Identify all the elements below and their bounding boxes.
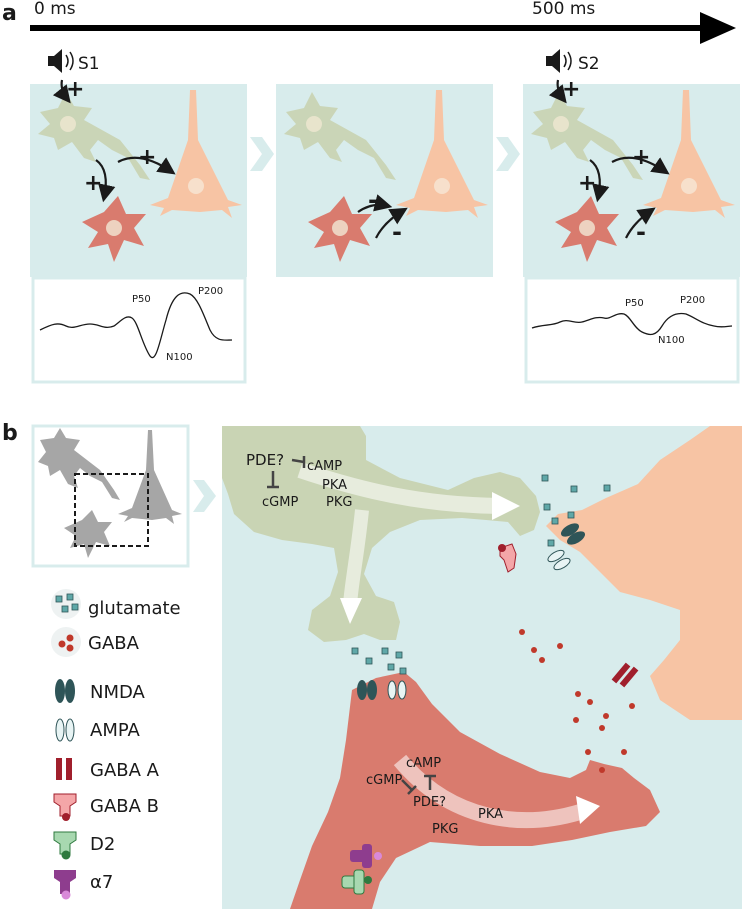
excitatory-neuron (531, 92, 643, 180)
speaker-icon (48, 49, 74, 73)
timeline-start-label: 0 ms (34, 0, 76, 19)
erp-waveform-1 (39, 292, 233, 359)
legend: glutamate GABA NMDA AMPA GABA A GABA (51, 589, 181, 900)
alpha7-receptor (350, 844, 382, 868)
legend-nmda: NMDA (55, 679, 146, 703)
panel-a-box-3: + + + - (523, 77, 740, 277)
wave2-p50: P50 (625, 298, 644, 309)
panel-a-box-2: - - (276, 84, 493, 277)
erp-waveform-2 (531, 312, 733, 336)
top-pka-label: PKA (322, 478, 347, 493)
plus-sign: + (66, 77, 84, 102)
stimulus-2: S2 (546, 49, 600, 74)
waveform-box-1: P50 N100 P200 (31, 276, 247, 384)
excitatory-axon (222, 426, 540, 642)
legend-d2: D2 (53, 831, 115, 860)
excitatory-neuron (284, 92, 396, 180)
flow-chevron (250, 137, 274, 171)
panel-a-box-1: + + + (30, 77, 247, 277)
overview-thumbnail (31, 424, 190, 568)
stimulus-1-label: S1 (78, 54, 100, 74)
wave1-n100: N100 (166, 352, 193, 363)
legend-ampa-label: AMPA (90, 720, 141, 741)
wave1-p50: P50 (132, 294, 151, 305)
legend-gaba: GABA (51, 627, 140, 657)
legend-a7: α7 (54, 870, 113, 900)
gaba-a-receptor (611, 662, 639, 688)
pyramidal-neuron (150, 90, 242, 218)
excitatory-neuron (38, 92, 150, 180)
wave1-p200: P200 (198, 286, 223, 297)
minus-sign: - (368, 186, 378, 214)
wave2-p200: P200 (680, 295, 705, 306)
legend-ampa: AMPA (55, 718, 141, 742)
panel-b-letter: b (2, 421, 18, 446)
gaba-b-receptor (498, 543, 517, 573)
bottom-pde-label: PDE? (413, 795, 446, 810)
inhibition-marker (267, 456, 306, 489)
d2-receptor (341, 869, 372, 895)
flow-chevron (193, 480, 216, 512)
plus-sign: + (578, 171, 596, 196)
nmda-receptor (560, 523, 586, 545)
synapse-panel: PDE? cAMP cGMP PKA PKG cAMP cGMP PDE? PK… (222, 426, 742, 909)
legend-gaba-label: GABA (88, 633, 140, 654)
top-pde-label: PDE? (246, 451, 284, 469)
plus-sign: + (562, 77, 580, 102)
bottom-pka-label: PKA (478, 807, 503, 822)
stimulus-2-label: S2 (578, 54, 600, 74)
top-pkg-label: PKG (326, 495, 352, 510)
zoom-box (74, 473, 149, 547)
timeline-end-label: 500 ms (532, 0, 595, 19)
plus-sign: + (84, 171, 102, 196)
bottom-pkg-label: PKG (432, 822, 458, 837)
top-cgmp-label: cGMP (262, 495, 298, 510)
panel-a-letter: a (2, 1, 17, 26)
gaba-molecules (519, 629, 635, 773)
legend-gaba-a: GABA A (56, 758, 160, 781)
legend-d2-label: D2 (90, 834, 115, 855)
pyramidal-dendrite (546, 426, 742, 720)
minus-sign: - (392, 218, 402, 246)
top-camp-label: cAMP (307, 459, 342, 474)
plus-sign: + (138, 145, 156, 170)
bottom-cgmp-label: cGMP (366, 773, 402, 788)
waveform-box-2: P50 N100 P200 (524, 276, 740, 384)
inhibitory-dendrite (290, 672, 660, 909)
glutamate-molecules (351, 474, 611, 675)
pyramidal-neuron (643, 90, 735, 218)
stimulus-1: S1 (48, 49, 100, 74)
legend-nmda-label: NMDA (90, 682, 146, 703)
legend-gaba-b: GABA B (53, 793, 159, 821)
ampa-receptor (387, 680, 407, 700)
timeline: 0 ms 500 ms (30, 0, 736, 44)
pyramidal-neuron (396, 90, 488, 218)
legend-gaba-a-label: GABA A (90, 760, 160, 781)
inhibition-marker (401, 774, 436, 795)
speaker-icon (546, 49, 572, 73)
nmda-receptor (357, 680, 377, 700)
legend-a7-label: α7 (90, 872, 113, 893)
ampa-receptor (547, 549, 571, 571)
legend-glutamate-label: glutamate (88, 598, 181, 619)
flow-chevron (496, 137, 520, 171)
legend-gaba-b-label: GABA B (90, 796, 159, 817)
wave2-n100: N100 (658, 335, 685, 346)
bottom-camp-label: cAMP (406, 756, 441, 771)
minus-sign: - (636, 218, 646, 246)
plus-sign: + (632, 145, 650, 170)
legend-glutamate: glutamate (51, 589, 181, 619)
